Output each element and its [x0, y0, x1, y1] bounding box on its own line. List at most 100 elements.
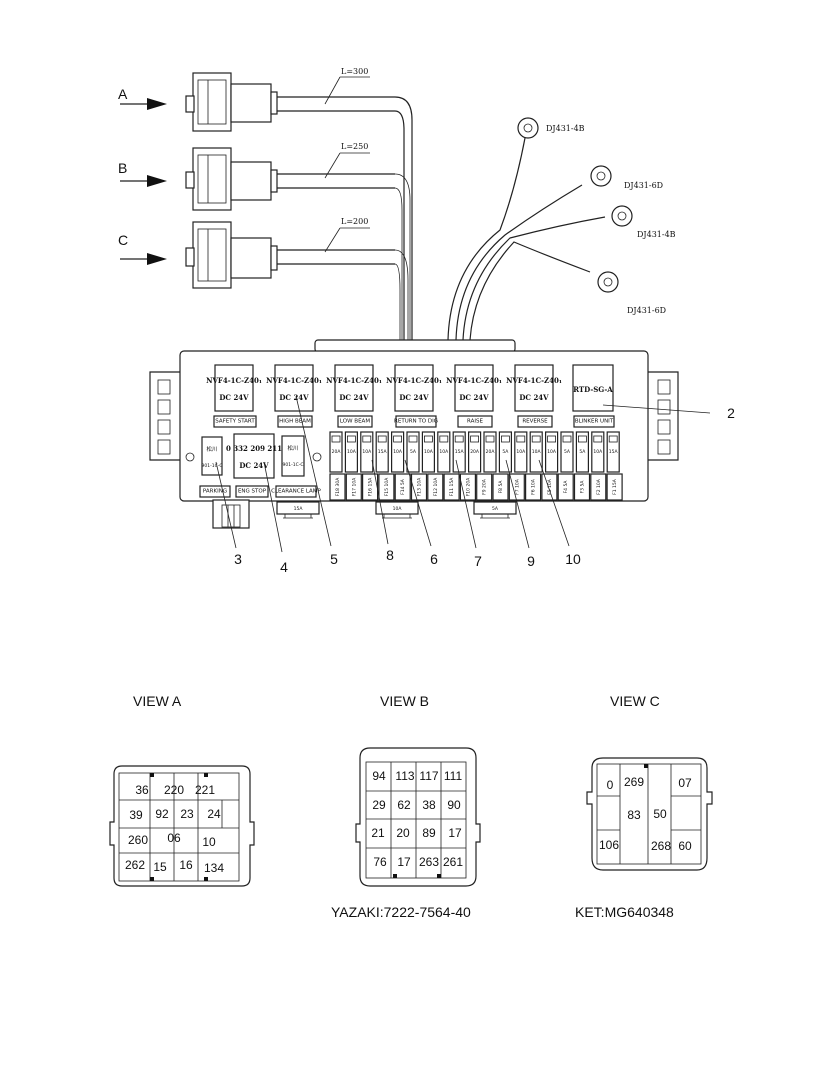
fuse-rating: 20A [470, 449, 480, 455]
view-a-pin: 134 [204, 861, 224, 875]
fuse: 10A [437, 431, 451, 473]
callout-2: 2 [727, 405, 735, 421]
fuse-rating: 5A [502, 449, 509, 455]
view-a-pin: 24 [207, 807, 221, 821]
ring-terminal-icon [611, 205, 633, 227]
connector-c: C L=200 [118, 217, 395, 289]
arrow-label-c: C [118, 232, 128, 248]
eng-stop-relay: 0 332 209 211 DC 24V ENG STOP [226, 433, 282, 498]
fuse-slot: F10 20A [459, 473, 476, 501]
view-c-pin: 268 [651, 839, 671, 853]
fuse-slot: F3 5A [573, 473, 591, 501]
relay-3-voltage: DC 24V [339, 393, 369, 402]
fuse-slot-label: F6 10A [531, 478, 537, 495]
harness-bundle [394, 96, 413, 340]
fuse-slot-label: F17 10A [351, 477, 357, 496]
arrow-label-b: B [118, 160, 127, 176]
view-a-pin: 92 [155, 807, 169, 821]
view-a-pin: 16 [179, 858, 193, 872]
view-b-pin: 261 [443, 855, 463, 869]
relay-4-voltage: DC 24V [399, 393, 429, 402]
fuse: 20A [329, 431, 343, 473]
arrow-a-icon [147, 98, 167, 110]
length-a: L=300 [341, 67, 368, 76]
fuse: 5A [560, 431, 574, 473]
relay-3-model: NVF4-1C-Z40₁ [326, 376, 382, 385]
view-c-pin: 269 [624, 775, 644, 789]
relay-3-label: LOW BEAM [340, 419, 370, 425]
view-c-title: VIEW C [610, 693, 660, 709]
relay-4-label: RETURN TO DIG [394, 419, 438, 425]
fuse-slot-label: F13 10A [417, 477, 423, 496]
fuse-slot-label: F18 30A [335, 477, 341, 496]
fuse-rating: 10A [424, 449, 434, 455]
relay-4-model: NVF4-1C-Z40₁ [386, 376, 442, 385]
fuse: 10A [360, 431, 374, 473]
view-b-pin: 94 [372, 769, 386, 783]
view-c-pin: 83 [627, 808, 641, 822]
view-a: VIEW A 36 220 221 39 92 23 24 260 06 10 … [109, 693, 255, 887]
fuse: 10A [344, 431, 358, 473]
length-c: L=200 [341, 217, 368, 226]
view-a-pin: 10 [202, 835, 216, 849]
view-a-pin: 221 [195, 783, 215, 797]
fuse-slot: F5 10A [541, 473, 558, 501]
view-c-pin: 50 [653, 807, 667, 821]
fuse-slot: F12 10A [427, 473, 444, 501]
callout-10: 10 [565, 551, 581, 567]
arrow-label-a: A [118, 86, 128, 102]
fuse-slot: F11 15A [443, 473, 460, 501]
fuse: 20A [468, 431, 482, 473]
spare-fuse-2: 10A [375, 501, 419, 519]
fuse-slot-label: F14 5A [400, 478, 406, 495]
callout-3: 3 [234, 551, 242, 567]
fuse-slot: F14 5A [394, 473, 411, 501]
view-a-pin: 220 [164, 783, 184, 797]
view-a-pin: 15 [153, 860, 167, 874]
fuse-rating: 10A [362, 449, 372, 455]
view-b-pin: 113 [395, 769, 414, 783]
fuse-slot-label: F1 15A [612, 478, 618, 495]
fuse-slot: F7 10A [508, 473, 525, 501]
relay-6-model: NVF4-1C-Z40₁ [506, 376, 562, 385]
fuse-slot-label: F7 10A [514, 478, 520, 495]
fuse-rating: 20A [332, 449, 342, 455]
fuse-rating: 10A [347, 449, 357, 455]
view-c-part-number: KET:MG640348 [575, 904, 674, 920]
ring-label-1: DJ431-4B [546, 124, 585, 133]
eng-stop-voltage: DC 24V [239, 461, 269, 470]
spare-fuse-3-rating: 5A [492, 506, 499, 512]
relay-1-label: SAFETY START [215, 419, 255, 425]
fuse-slot-label: F12 10A [433, 477, 439, 496]
relay-3: NVF4-1C-Z40₁ DC 24V LOW BEAM [326, 364, 382, 428]
view-b-pin: 20 [396, 826, 410, 840]
relay-6-voltage: DC 24V [519, 393, 549, 402]
fuse-slot: F8 5A [492, 473, 509, 501]
view-a-pin: 39 [129, 808, 143, 822]
eng-stop-label: ENG STOP [238, 489, 267, 495]
fuse-slot: F1 15A [606, 473, 623, 501]
view-b-pin: 90 [447, 798, 461, 812]
view-a-title: VIEW A [133, 693, 182, 709]
fuse: 15A [375, 431, 389, 473]
fuse-slot-label: F9 20A [482, 478, 488, 495]
fuse-slot: F4 5A [557, 473, 574, 501]
ring-label-2: DJ431-6D [624, 181, 663, 190]
relay-2-label: HIGH BEAM [279, 419, 311, 425]
ring-terminals: DJ431-4B DJ431-6D DJ431-4B DJ431-6D [447, 117, 676, 341]
view-b-pin: 21 [371, 826, 385, 840]
spare-fuse-3: 5A [473, 501, 517, 519]
flasher-label: BLINKER UNIT [575, 419, 614, 425]
clearance-relay-model: 901-1C-C [283, 462, 304, 468]
parking-relay-brand: 松川 [206, 445, 217, 453]
callouts: 2 3 4 5 8 6 7 9 10 [215, 395, 735, 575]
spare-fuse-2-rating: 10A [393, 506, 403, 512]
view-a-pin: 36 [135, 783, 149, 797]
fuse-rating: 10A [393, 449, 403, 455]
clearance-relay-label: CLEARANCE LAMP [271, 489, 321, 495]
fuse-rating: 10A [516, 449, 526, 455]
view-b-pin: 62 [397, 798, 411, 812]
fuse-slot: F15 10A [378, 473, 395, 501]
relay-2-model: NVF4-1C-Z40₁ [266, 376, 322, 385]
fuse: 15A [606, 431, 620, 473]
